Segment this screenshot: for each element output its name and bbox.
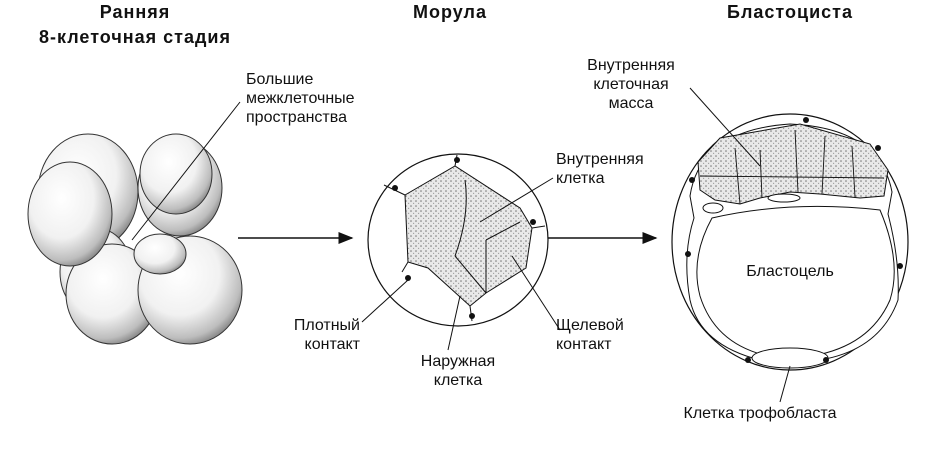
early-stage-title-line2: 8-клеточная стадия <box>39 27 231 47</box>
blastocyst-illustration <box>671 113 909 371</box>
blastocyst-title: Бластоциста <box>727 2 853 22</box>
pointer-line <box>131 101 241 241</box>
inner-cell-mass-morula <box>404 165 533 307</box>
junction-marks <box>685 117 903 363</box>
label-trophoblast-cell: Клетка трофобласта <box>683 405 837 422</box>
label-blastocoel: Бластоцель <box>746 263 834 280</box>
blastocoel-cavity <box>696 205 895 357</box>
eight-cell-embryo-illustration <box>27 133 243 345</box>
pointer-line <box>779 365 791 403</box>
label-intercellular-spaces: Большие межклеточные пространства <box>246 71 355 126</box>
label-inner-cell: Внутренняя клетка <box>556 151 644 187</box>
pointer-line <box>479 177 554 223</box>
label-inner-cell-mass: Внутренняя клеточная масса <box>587 57 675 112</box>
label-tight-junction: Плотный контакт <box>293 317 360 353</box>
label-outer-cell: Наружная клетка <box>420 353 496 389</box>
junction-marks <box>392 157 536 319</box>
inner-cell-mass-blastocyst <box>697 123 889 205</box>
morula-illustration <box>367 153 549 327</box>
early-stage-title: Ранняя 8-клеточная стадия <box>0 2 270 48</box>
trophoblast-cell-shape <box>751 347 829 369</box>
blastomere <box>133 233 187 275</box>
morula-title: Морула <box>413 2 487 22</box>
pointer-line <box>361 279 409 323</box>
pointer-line <box>447 295 461 351</box>
early-stage-title-line1: Ранняя <box>99 2 171 22</box>
label-gap-junction: Щелевой контакт <box>556 317 624 353</box>
blastomere <box>27 161 113 267</box>
pointer-line <box>689 87 761 167</box>
pointer-line <box>511 255 561 331</box>
blastomere <box>139 133 213 215</box>
